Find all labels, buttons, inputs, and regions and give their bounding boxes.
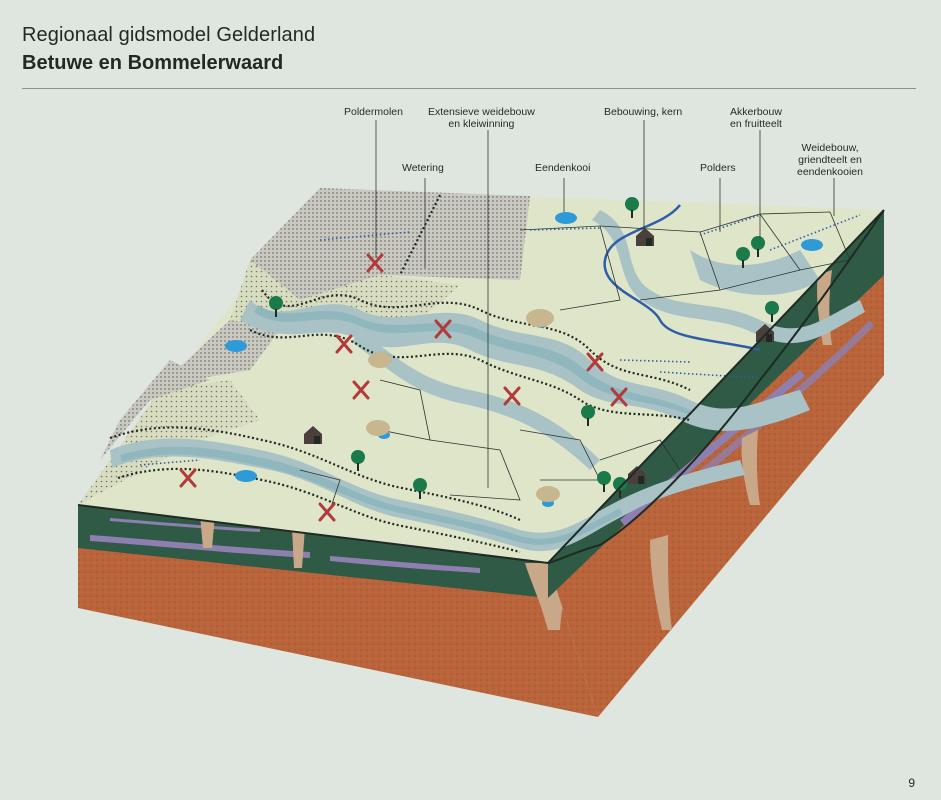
- tree-icon: [581, 405, 595, 426]
- block-outline: [77, 209, 885, 565]
- label-extensieve-line1: Extensieve weidebouw: [428, 106, 535, 118]
- label-extensieve-weidebouw: Extensieve weidebouw en kleiwinning: [428, 106, 535, 130]
- tree-icon: [736, 247, 750, 268]
- page-number: 9: [908, 776, 915, 790]
- windmill-icon: [366, 253, 384, 273]
- trees: [269, 197, 779, 499]
- label-akkerbouw: Akkerbouw en fruitteelt: [730, 106, 782, 130]
- tree-icon: [351, 450, 365, 471]
- farm-building-icon: [636, 228, 654, 246]
- label-eendenkooi: Eendenkooi: [535, 162, 591, 174]
- windmills: [179, 253, 628, 522]
- windmill-icon: [434, 319, 452, 339]
- windmill-icon: [335, 334, 353, 354]
- windmill-icon: [610, 387, 628, 407]
- tree-icon: [613, 477, 627, 498]
- tree-icon: [413, 478, 427, 499]
- front-face: [78, 505, 598, 717]
- page-title: Regionaal gidsmodel Gelderland: [22, 24, 316, 46]
- label-weidebouw: Weidebouw, griendteelt en eendenkooien: [797, 142, 863, 178]
- windmill-icon: [318, 502, 336, 522]
- parcel-lines: [299, 211, 851, 511]
- tree-icon: [625, 197, 639, 218]
- label-weidebouw-line1: Weidebouw,: [801, 142, 859, 154]
- label-bebouwing: Bebouwing, kern: [604, 106, 683, 118]
- label-akkerbouw-line1: Akkerbouw: [730, 106, 782, 118]
- leader-lines: [375, 120, 835, 488]
- windmill-icon: [586, 352, 604, 372]
- page-subtitle: Betuwe en Bommelerwaard: [22, 52, 284, 74]
- watercourses: [139, 214, 861, 466]
- label-poldermolen: Poldermolen: [344, 106, 403, 118]
- tree-icon: [765, 301, 779, 322]
- tree-icon: [751, 236, 765, 257]
- label-weidebouw-line3: eendenkooien: [797, 166, 863, 178]
- label-extensieve-line2: en kleiwinning: [448, 118, 515, 130]
- windmill-icon: [179, 468, 197, 488]
- farm-building-icon: [304, 426, 322, 444]
- windmill-icon: [503, 386, 521, 406]
- dikes: [109, 194, 691, 554]
- farm-building-icon: [756, 324, 774, 342]
- buildings: [304, 228, 774, 484]
- label-weidebouw-line2: griendteelt en: [798, 154, 862, 166]
- tree-icon: [269, 296, 283, 317]
- label-akkerbouw-line2: en fruitteelt: [730, 118, 782, 130]
- tree-icon: [597, 471, 611, 492]
- label-wetering: Wetering: [402, 162, 444, 174]
- header-divider: [22, 88, 916, 89]
- clay-pits: [366, 309, 560, 502]
- label-polders: Polders: [700, 162, 736, 174]
- farm-building-icon: [628, 466, 646, 484]
- windmill-icon: [352, 380, 370, 400]
